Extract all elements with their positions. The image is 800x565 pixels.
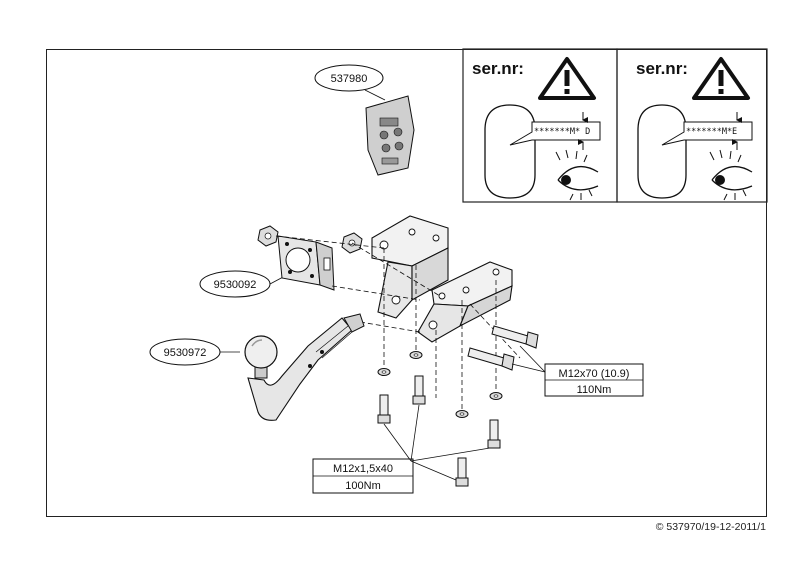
bolt-long [491, 325, 539, 349]
footer-reference: © 537970/19-12-2011/1 [655, 521, 766, 533]
bolt-short [455, 457, 469, 487]
serial-label: ser.nr: [636, 59, 688, 78]
serial-panel-2: ser.nr: *******M*E [616, 48, 768, 203]
serial-label: ser.nr: [472, 59, 524, 78]
part-label-537980: 537980 [314, 64, 386, 101]
mounting-bracket-left [371, 215, 449, 319]
washer [455, 410, 469, 418]
bolt-long [467, 347, 515, 371]
bolt-torque: 110Nm [577, 384, 612, 396]
serial-code: *******M* D [534, 127, 590, 137]
bolt-short [487, 419, 501, 449]
torque-box-small: M12x1,5x40 100Nm [312, 404, 491, 494]
washer [489, 392, 503, 400]
warning-triangle-icon [538, 57, 596, 100]
eye-icon [555, 149, 599, 201]
warning-triangle-icon [692, 57, 750, 100]
drawing-frame [46, 49, 767, 517]
svg-text:537980: 537980 [331, 73, 368, 85]
nut-left [257, 225, 279, 247]
washer [377, 368, 391, 376]
bolt-torque: 100Nm [345, 480, 380, 492]
washer [409, 351, 423, 359]
part-label-9530972: 9530972 [149, 338, 240, 366]
socket-bracket [277, 235, 335, 291]
mounting-bracket-right [417, 261, 513, 343]
electrical-kit-bag [365, 95, 415, 176]
svg-text:9530972: 9530972 [164, 347, 207, 359]
serial-panel-1: ser.nr: *******M* D [462, 48, 618, 203]
torque-box-large: M12x70 (10.9) 110Nm [511, 345, 644, 397]
bolt-spec: M12x70 (10.9) [559, 368, 630, 380]
eye-icon [709, 149, 753, 201]
svg-text:9530092: 9530092 [214, 279, 257, 291]
bolt-short [412, 375, 426, 405]
bolt-spec: M12x1,5x40 [333, 463, 393, 475]
tow-ball-assembly [244, 313, 365, 421]
serial-code: *******M*E [686, 127, 737, 137]
bolt-short [377, 394, 391, 424]
